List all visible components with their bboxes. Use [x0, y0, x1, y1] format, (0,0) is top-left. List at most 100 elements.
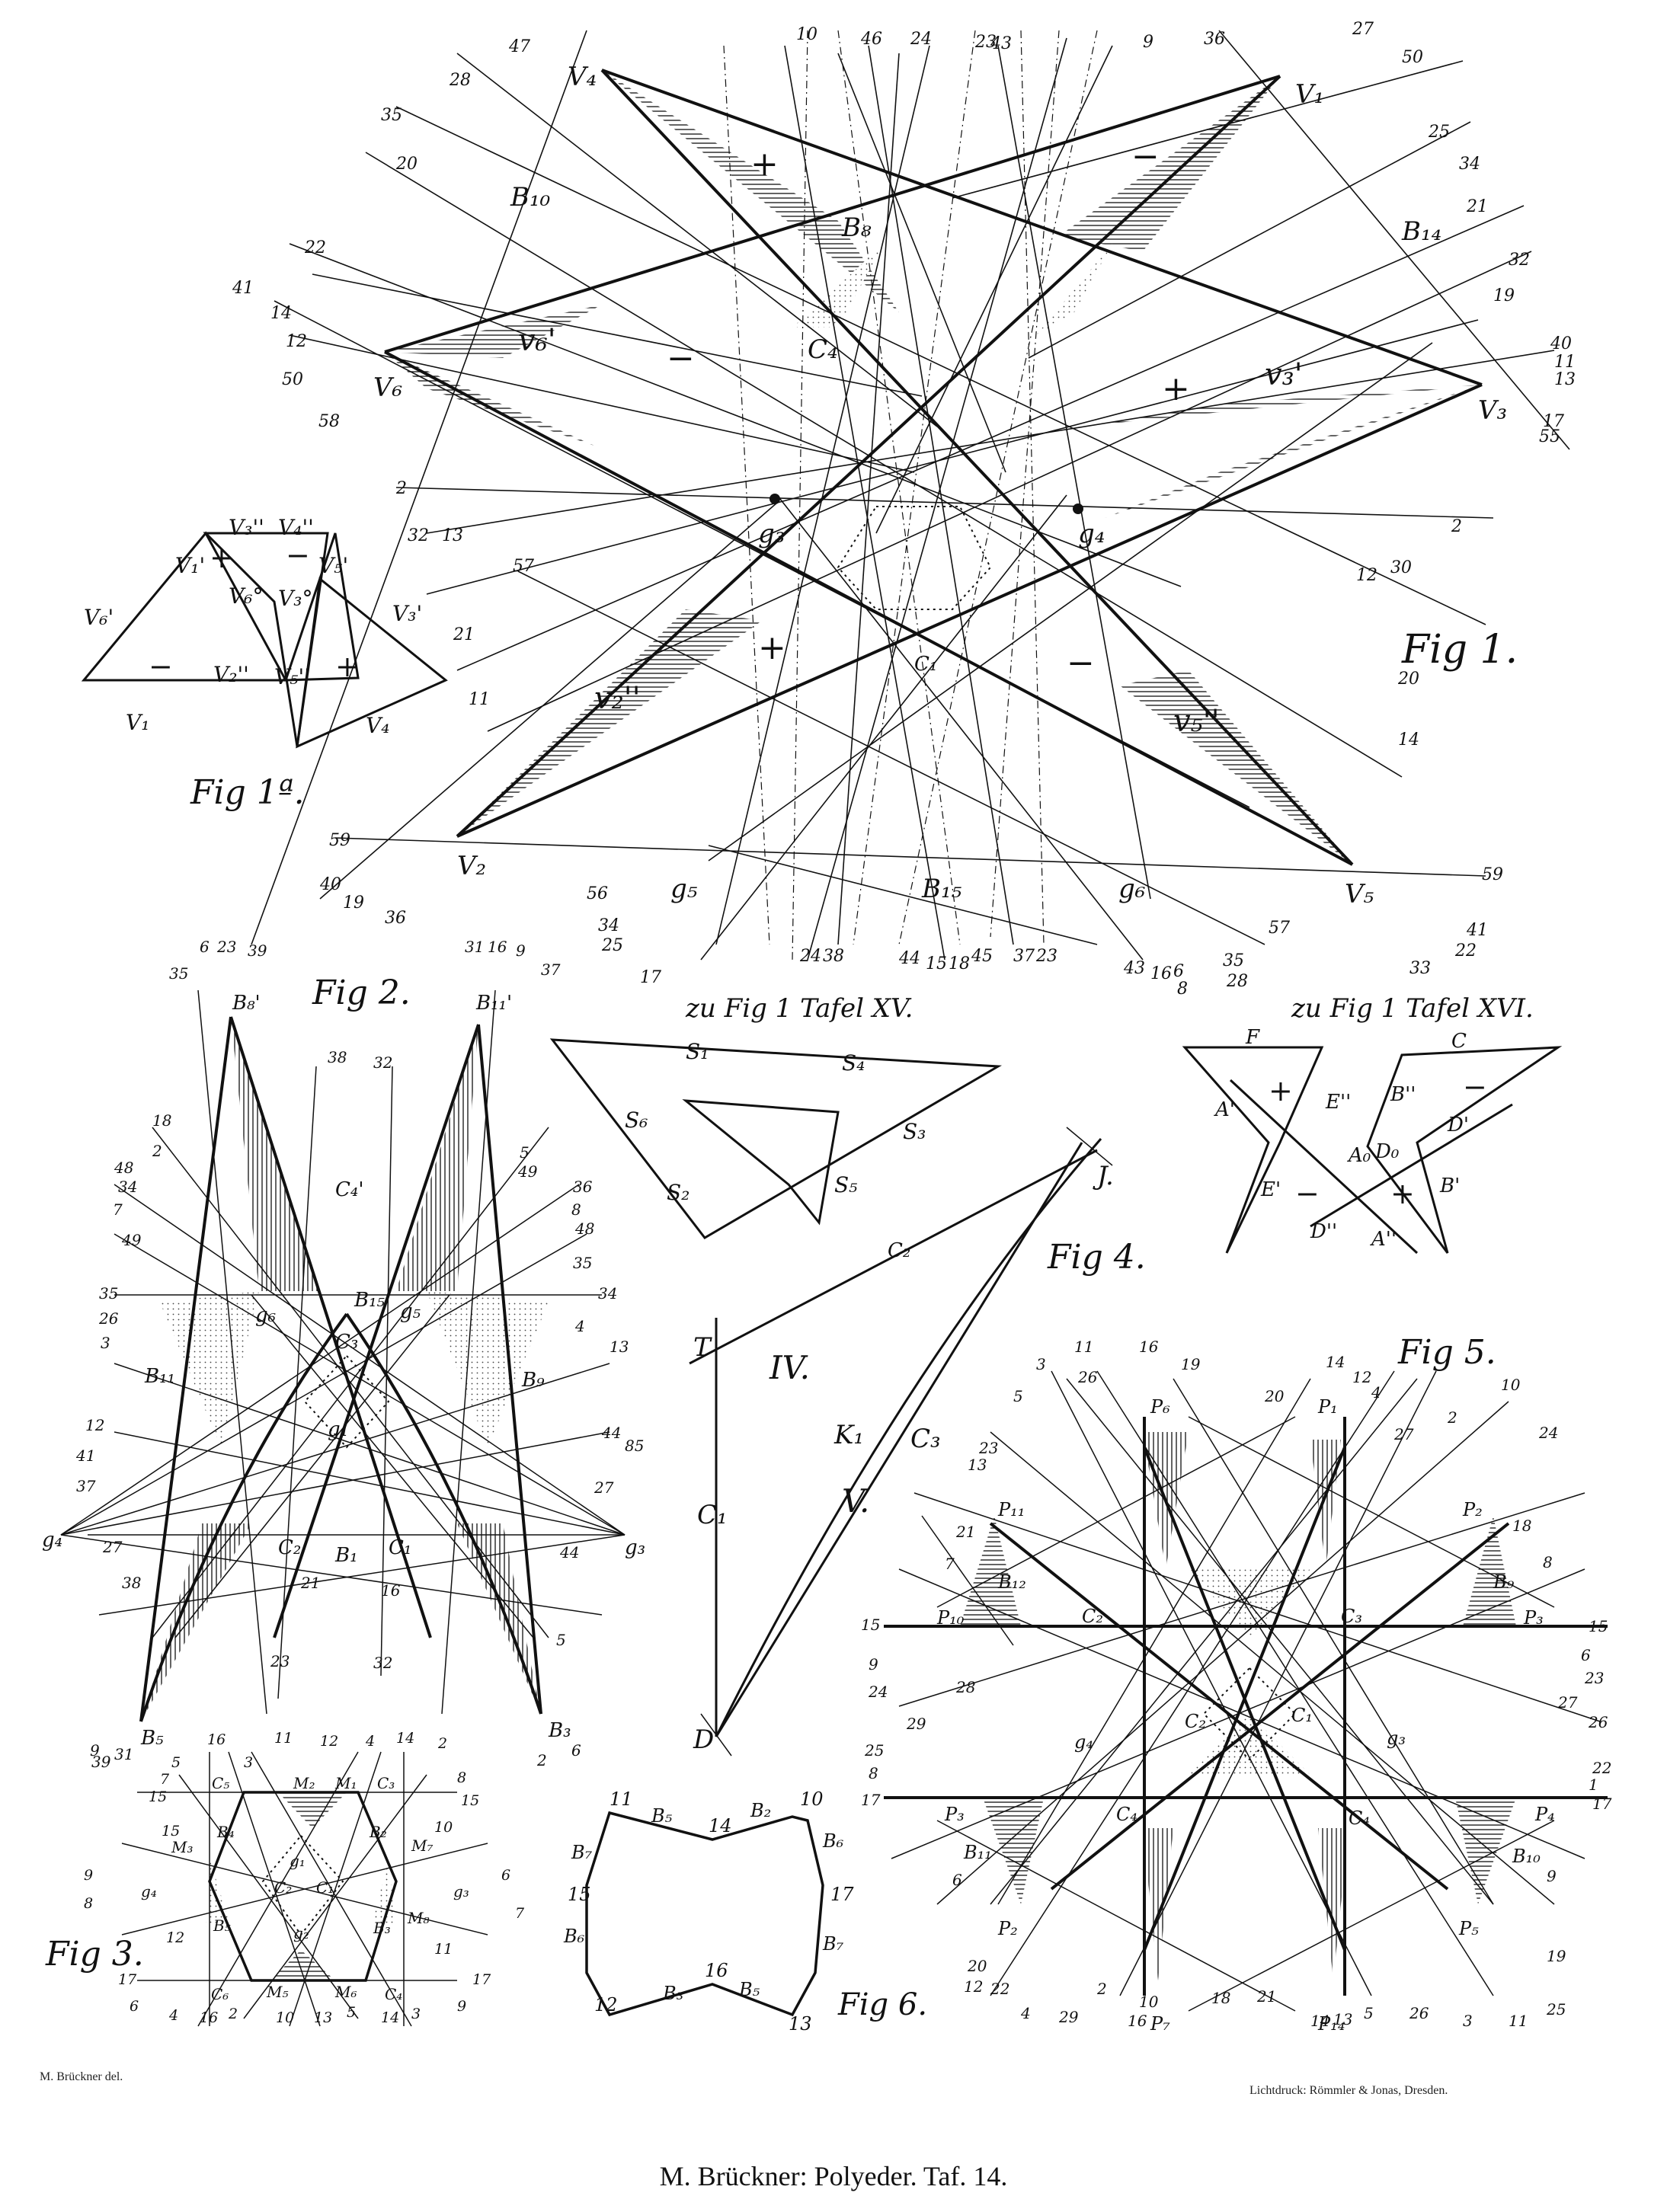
- svg-text:9: 9: [1143, 33, 1153, 52]
- svg-text:P₂: P₂: [1462, 1499, 1483, 1520]
- fig1-edge-numbers: 47 28 35 20 22 41 14 12 50 58 2 32 13 21…: [232, 20, 1576, 999]
- svg-text:17: 17: [1543, 412, 1564, 431]
- fig1-point-B15: B₁₅: [921, 874, 962, 904]
- svg-text:12: 12: [85, 1416, 104, 1434]
- svg-text:10: 10: [434, 1819, 453, 1836]
- svg-text:27: 27: [1393, 1425, 1414, 1443]
- figure-4: [689, 1127, 1113, 1756]
- figure-3: [121, 1751, 488, 2027]
- svg-text:8: 8: [84, 1895, 93, 1912]
- svg-text:D₀: D₀: [1374, 1140, 1400, 1163]
- figure-1a: [81, 531, 448, 749]
- svg-text:g₁: g₁: [328, 1418, 348, 1441]
- svg-text:55: 55: [1539, 427, 1560, 446]
- svg-text:11: 11: [434, 1941, 453, 1958]
- svg-text:14: 14: [381, 2009, 399, 2026]
- fig1-inner-dotted-polygon: [837, 506, 992, 610]
- svg-text:11: 11: [469, 690, 490, 709]
- svg-text:B₉: B₉: [521, 1369, 545, 1392]
- svg-text:C₄': C₄': [335, 1178, 363, 1201]
- svg-text:8: 8: [1177, 980, 1188, 999]
- fig1-text: V₄ V₁ V₆ V₃ V₂ V₅ B₁₀ B₈ B₁₄ B₁₅ g₃ g₄ g…: [373, 62, 1518, 909]
- svg-text:22: 22: [304, 238, 326, 257]
- svg-text:41: 41: [75, 1446, 95, 1465]
- svg-text:39: 39: [91, 1753, 111, 1771]
- svg-text:4: 4: [574, 1317, 585, 1335]
- svg-text:C₄: C₄: [1349, 1808, 1370, 1829]
- svg-text:8: 8: [457, 1769, 466, 1786]
- svg-text:10: 10: [1501, 1376, 1521, 1394]
- svg-text:13: 13: [314, 2009, 332, 2026]
- svg-text:13: 13: [789, 2013, 812, 2035]
- svg-text:44: 44: [559, 1543, 579, 1562]
- svg-text:38: 38: [823, 947, 844, 966]
- fig1-sign-2: −: [1131, 137, 1160, 176]
- svg-text:P₆: P₆: [1150, 1396, 1170, 1418]
- svg-text:21: 21: [453, 625, 475, 644]
- svg-text:12: 12: [320, 1733, 338, 1750]
- svg-text:−: −: [149, 650, 173, 683]
- fig1-point-B10: B₁₀: [510, 182, 551, 213]
- svg-text:B': B': [1439, 1175, 1460, 1197]
- svg-text:A₀: A₀: [1347, 1144, 1371, 1167]
- reference-tafel-xv-text: zu Fig 1 Tafel XV. S₁ S₄ S₆ S₃ S₂ S₅: [625, 993, 926, 1205]
- svg-text:16: 16: [381, 1581, 401, 1600]
- svg-text:35: 35: [99, 1284, 118, 1303]
- svg-text:11: 11: [610, 1788, 633, 1810]
- svg-text:33: 33: [1409, 959, 1431, 978]
- point-g4: [1073, 503, 1083, 514]
- fig1-construction-lines: [251, 30, 1570, 961]
- credit-printer: Lichtdruck: Römmler & Jonas, Dresden.: [1249, 2084, 1448, 2097]
- svg-text:48: 48: [574, 1219, 594, 1238]
- fig1-vertex-V6: V₆: [373, 372, 402, 403]
- fig1-point-g5: g₅: [670, 874, 698, 904]
- svg-text:59: 59: [329, 831, 350, 850]
- svg-text:6: 6: [501, 1867, 510, 1884]
- fig3-dotted: [261, 1834, 344, 1936]
- svg-text:B₉: B₉: [1493, 1571, 1515, 1593]
- svg-text:2: 2: [395, 479, 407, 498]
- fig6-title: Fig 6.: [837, 1987, 927, 2022]
- svg-text:24: 24: [1538, 1424, 1558, 1442]
- svg-text:34: 34: [1459, 155, 1480, 174]
- svg-text:4: 4: [1020, 2004, 1031, 2022]
- svg-text:S₅: S₅: [834, 1172, 857, 1197]
- svg-text:45: 45: [971, 947, 993, 966]
- svg-text:M₁: M₁: [334, 1774, 357, 1792]
- svg-text:B₅: B₅: [738, 1979, 760, 2000]
- svg-text:28: 28: [955, 1678, 975, 1696]
- svg-text:16: 16: [705, 1960, 728, 1981]
- svg-text:S₂: S₂: [667, 1180, 690, 1205]
- svg-text:40: 40: [1550, 334, 1572, 353]
- svg-text:17: 17: [830, 1884, 854, 1905]
- svg-text:17: 17: [861, 1791, 881, 1809]
- fig1-point-g4: g₄: [1078, 519, 1105, 549]
- svg-text:g₃: g₃: [1387, 1728, 1406, 1749]
- svg-text:6: 6: [130, 1998, 139, 2015]
- svg-text:M₅: M₅: [266, 1983, 289, 2001]
- svg-text:C₂: C₂: [1185, 1711, 1206, 1732]
- svg-text:27: 27: [102, 1538, 123, 1556]
- fig5-title: Fig 5.: [1397, 1333, 1496, 1372]
- svg-text:25: 25: [864, 1741, 884, 1760]
- svg-text:48: 48: [114, 1159, 133, 1177]
- svg-text:24: 24: [910, 30, 932, 49]
- svg-text:B₄: B₄: [216, 1823, 235, 1841]
- svg-text:P₃: P₃: [944, 1804, 965, 1825]
- svg-text:18: 18: [1512, 1517, 1531, 1535]
- svg-text:37: 37: [541, 961, 561, 979]
- svg-text:41: 41: [232, 279, 254, 298]
- svg-text:B₂: B₂: [369, 1823, 387, 1841]
- svg-text:16: 16: [207, 1731, 226, 1748]
- svg-text:9: 9: [1547, 1867, 1557, 1885]
- svg-text:C₃: C₃: [1341, 1606, 1362, 1627]
- svg-text:8: 8: [869, 1764, 878, 1782]
- svg-text:57: 57: [513, 557, 534, 576]
- svg-text:g₂: g₂: [293, 1924, 309, 1942]
- svg-text:15: 15: [1589, 1617, 1608, 1635]
- svg-text:47: 47: [508, 37, 530, 56]
- fig1-vertex-V5: V₅: [1345, 879, 1374, 909]
- fig1-sign-1: +: [750, 145, 779, 184]
- svg-text:V₁: V₁: [126, 710, 149, 735]
- svg-text:56: 56: [587, 884, 608, 903]
